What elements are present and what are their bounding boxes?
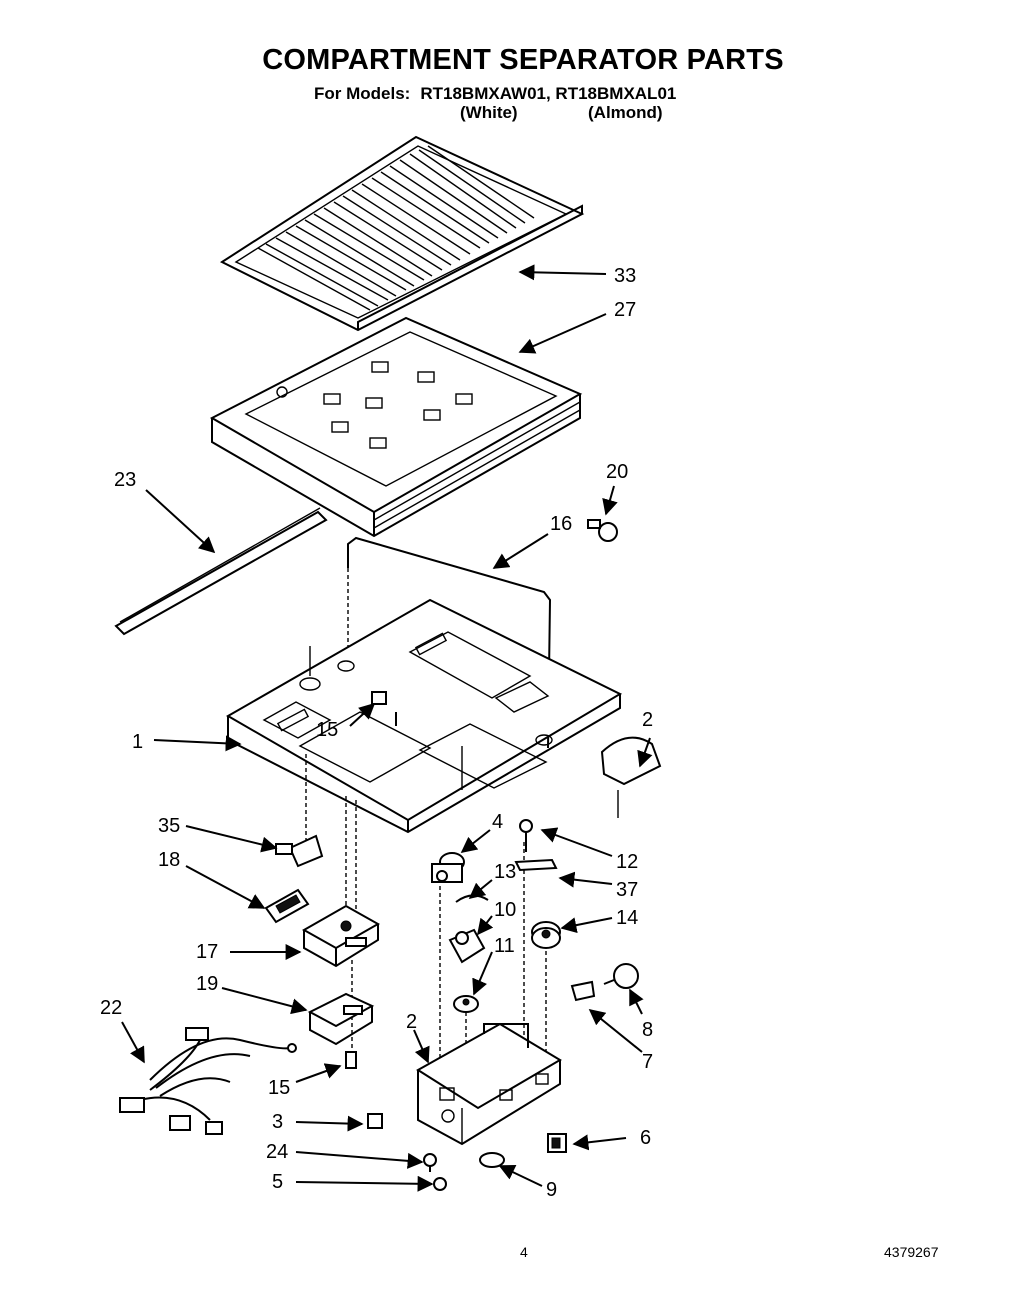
part-27-separator-frame bbox=[209, 316, 583, 538]
part-20-clip bbox=[587, 519, 618, 542]
callout-9: 9 bbox=[546, 1179, 557, 1201]
callout-11: 11 bbox=[494, 935, 515, 957]
callout-12: 12 bbox=[616, 851, 638, 873]
page-number: 4 bbox=[520, 1244, 528, 1260]
callout-2: 2 bbox=[406, 1011, 417, 1033]
models-line: For Models: RT18BMXAW01, RT18BMXAL01 bbox=[314, 84, 676, 104]
part-16-heater-wire bbox=[347, 536, 552, 749]
part-21-cover bbox=[600, 736, 662, 818]
callout-6: 6 bbox=[640, 1127, 651, 1149]
part-24-screw bbox=[423, 1153, 437, 1172]
part-23-trim-strip bbox=[114, 507, 328, 636]
callout-27: 27 bbox=[614, 299, 636, 321]
part-7-socket bbox=[570, 980, 596, 1002]
part-15-screw-upper bbox=[371, 691, 397, 726]
models-label: For Models: bbox=[314, 84, 411, 103]
document-number: 4379267 bbox=[884, 1244, 939, 1260]
part-11-gear bbox=[453, 995, 479, 1013]
part-17-housing bbox=[301, 904, 381, 968]
callout-8: 8 bbox=[642, 1019, 653, 1041]
part-35-bracket bbox=[275, 834, 324, 868]
part-1-separator-pan bbox=[225, 598, 623, 834]
callout-15-lower: 15 bbox=[268, 1077, 290, 1099]
part-4-damper-knob bbox=[431, 852, 465, 883]
part-5-screw bbox=[433, 1177, 447, 1191]
part-18-gasket bbox=[264, 888, 310, 924]
part-10-control bbox=[448, 928, 486, 964]
part-3-connector bbox=[367, 1113, 383, 1129]
callout-3: 3 bbox=[272, 1111, 283, 1133]
callout-15-upper: 15 bbox=[316, 719, 338, 741]
part-2-control-housing bbox=[416, 1022, 562, 1146]
callout-21: 2 bbox=[642, 709, 653, 731]
part-37-tape bbox=[514, 858, 558, 872]
callout-10: 10 bbox=[494, 899, 516, 921]
callout-4: 4 bbox=[492, 811, 503, 833]
page-title: COMPARTMENT SEPARATOR PARTS bbox=[262, 44, 784, 76]
callout-5: 5 bbox=[272, 1171, 283, 1193]
callout-17: 17 bbox=[196, 941, 218, 963]
part-12-screw bbox=[519, 819, 533, 852]
callout-20: 20 bbox=[606, 461, 628, 483]
models-value: RT18BMXAW01, RT18BMXAL01 bbox=[420, 84, 677, 103]
part-33-grille-shelf bbox=[219, 135, 585, 332]
part-6-switch bbox=[547, 1133, 567, 1153]
callout-19: 19 bbox=[196, 973, 218, 995]
part-9-nut bbox=[479, 1152, 505, 1168]
callout-7: 7 bbox=[642, 1051, 653, 1073]
part-19-cover bbox=[307, 992, 375, 1046]
part-8-bulb bbox=[603, 963, 639, 989]
part-22-wire-harness bbox=[119, 1027, 297, 1135]
callout-1: 1 bbox=[132, 731, 143, 753]
callout-22: 22 bbox=[100, 997, 122, 1019]
part-15-screw-lower bbox=[345, 1051, 357, 1069]
callout-35: 35 bbox=[158, 815, 180, 837]
callout-18: 18 bbox=[158, 849, 180, 871]
part-14-knob bbox=[531, 921, 561, 949]
callout-37: 37 bbox=[616, 879, 638, 901]
callout-23: 23 bbox=[114, 469, 136, 491]
color-white: (White) bbox=[460, 103, 518, 122]
callout-33: 33 bbox=[614, 265, 636, 287]
callout-24: 24 bbox=[266, 1141, 288, 1163]
callout-13: 13 bbox=[494, 861, 516, 883]
callout-14: 14 bbox=[616, 907, 638, 929]
callout-16: 16 bbox=[550, 513, 572, 535]
color-almond: (Almond) bbox=[588, 103, 663, 122]
